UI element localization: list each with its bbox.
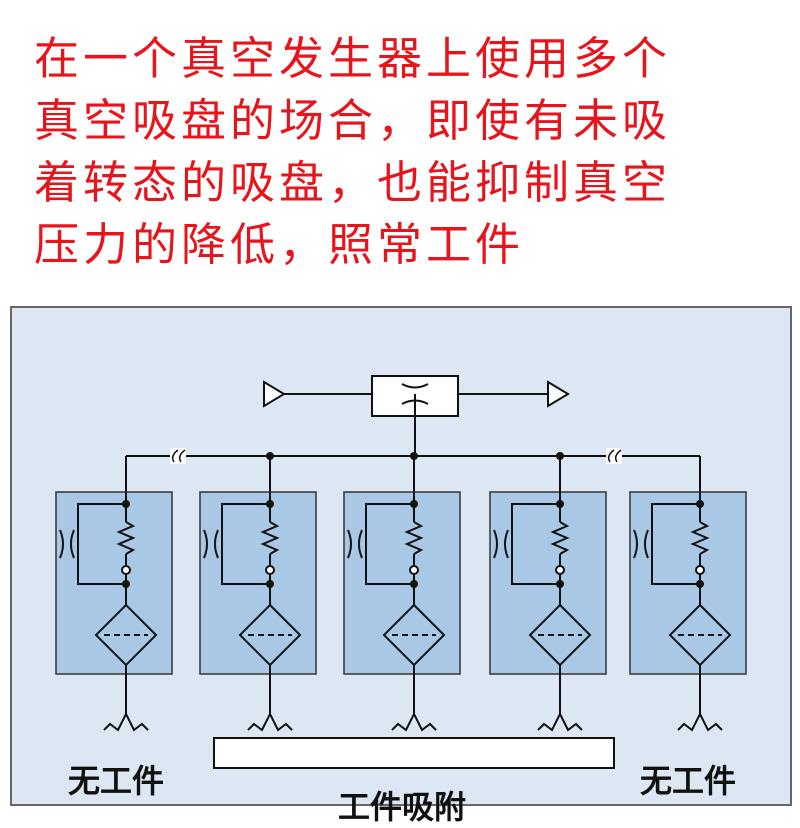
vacuum-module-4 (489, 491, 607, 731)
headline: 在一个真空发生器上使用多个 真空吸盘的场合，即使有未吸 着转态的吸盘，也能抑制真… (34, 32, 672, 271)
vacuum-module-5 (629, 491, 747, 731)
vacuum-ejector (263, 375, 570, 456)
vacuum-header-line (125, 448, 701, 494)
workpiece-plate (213, 737, 615, 769)
vacuum-module-2 (199, 491, 317, 731)
label-no-workpiece-left: 无工件 (68, 762, 165, 800)
vacuum-module-1 (55, 491, 173, 731)
label-no-workpiece-right: 无工件 (640, 762, 737, 800)
vacuum-schematic (55, 375, 747, 769)
label-workpiece-adsorbed: 工件吸附 (338, 788, 467, 826)
vacuum-module-3 (343, 491, 461, 731)
